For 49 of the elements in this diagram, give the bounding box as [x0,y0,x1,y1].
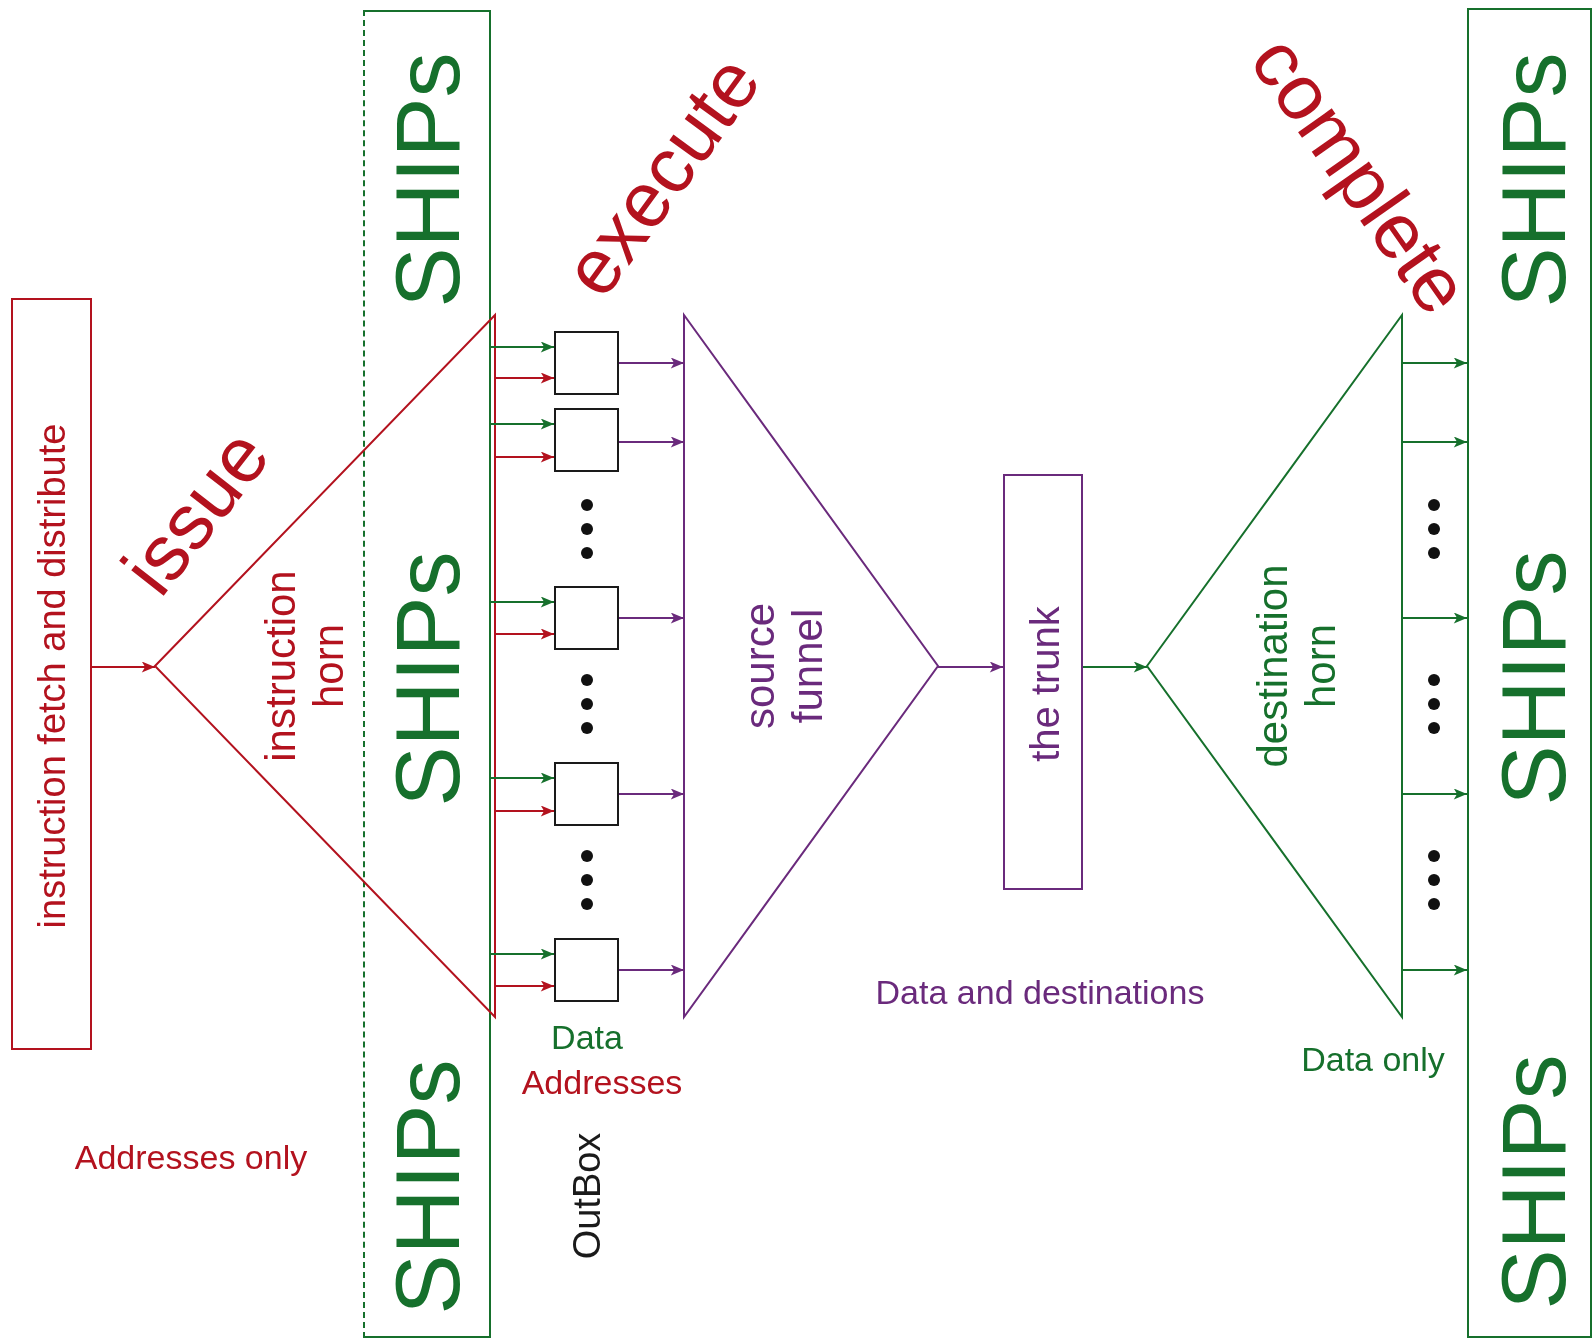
arrow [618,357,685,369]
arrow [494,805,555,817]
ships-label: SHIPs [377,1059,480,1315]
arrow [1401,436,1468,448]
arrow [494,451,555,463]
arrow [1401,788,1468,800]
ships-column [363,10,491,1338]
outbox-slot [554,331,619,395]
ships-label: SHIPs [377,52,480,308]
arrow [618,964,685,976]
arrow [618,436,685,448]
arrow [91,661,156,673]
node-label: source funnel [735,601,832,732]
arrow [490,596,555,608]
annotation-text: Addresses only [74,1139,308,1177]
node-label: instruction fetch and distribute [31,423,75,929]
arrow [494,372,555,384]
annotation-text: Addresses [521,1064,683,1102]
process-box [11,298,92,1050]
ships-label: SHIPs [1483,52,1586,308]
node-label: destination horn [1248,563,1345,770]
ships-column [1467,8,1592,1338]
annotation-text: Data and destinations [875,974,1205,1012]
arrow [1401,612,1468,624]
annotation-text: Data [551,1019,623,1057]
process-box [1003,474,1083,890]
arrow [490,948,555,960]
outbox-slot [554,408,619,472]
arrow [618,788,685,800]
annotation-text: OutBox [567,1132,609,1260]
arrow [618,612,685,624]
outbox-slot [554,762,619,826]
ships-label: SHIPs [377,551,480,807]
node-label: the trunk [1022,606,1068,762]
ships-label: SHIPs [1483,1054,1586,1310]
arrow [490,418,555,430]
annotation-text: Data only [1301,1041,1445,1079]
outbox-slot [554,586,619,650]
ships-label: SHIPs [1483,550,1586,806]
node-label: instruction horn [256,570,353,764]
arrow [1401,357,1468,369]
arrow [1082,661,1148,673]
arrow [937,661,1004,673]
arrow [494,980,555,992]
arrow [490,341,555,353]
arrow [494,628,555,640]
arrow [1401,964,1468,976]
outbox-slot [554,938,619,1002]
arrow [490,772,555,784]
